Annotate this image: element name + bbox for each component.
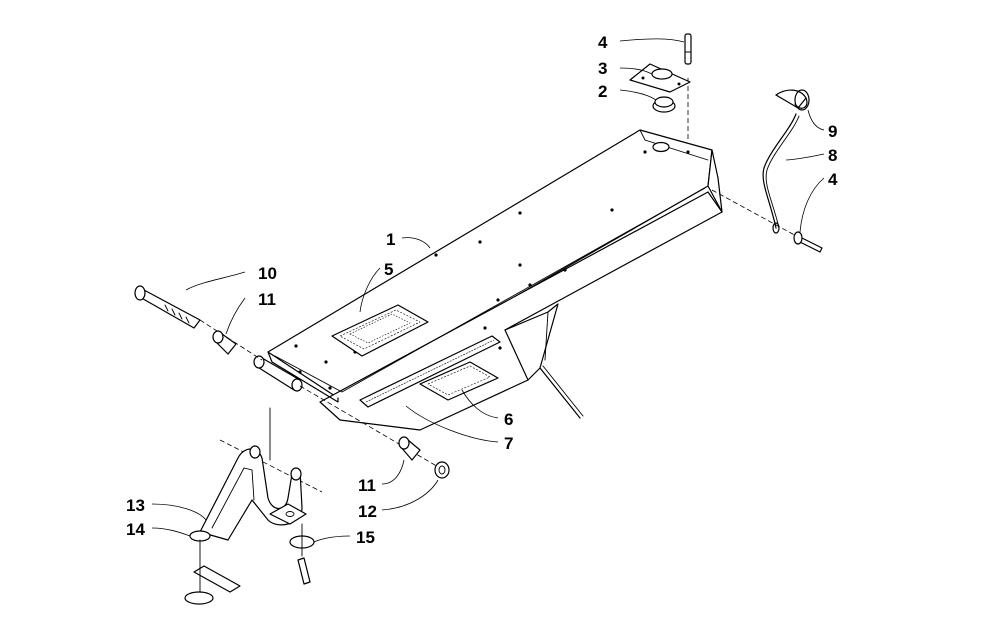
base-plate-side bbox=[707, 149, 723, 213]
callout-15: 15 bbox=[356, 528, 375, 547]
decal-top bbox=[331, 304, 429, 357]
callout-1: 1 bbox=[386, 230, 395, 249]
callout-2: 2 bbox=[598, 82, 607, 101]
lanyard-cable bbox=[762, 113, 800, 229]
hinge-bracket-assembly bbox=[184, 407, 323, 605]
hose-grommet-hole bbox=[652, 141, 670, 153]
callout-11-upper: 11 bbox=[258, 290, 276, 309]
callout-7: 7 bbox=[504, 434, 513, 453]
bottom-plate bbox=[184, 539, 241, 605]
callout-6: 6 bbox=[504, 410, 513, 429]
bushing-right bbox=[398, 436, 421, 461]
callout-14: 14 bbox=[126, 520, 145, 539]
pivot-tube bbox=[253, 355, 303, 392]
hose-fitting-stack bbox=[629, 33, 692, 140]
base-plate-assembly bbox=[253, 129, 723, 431]
callout-13: 13 bbox=[126, 496, 145, 515]
callout-11-lower: 11 bbox=[358, 476, 376, 495]
grommet bbox=[652, 96, 676, 113]
mounting-plate bbox=[629, 63, 691, 93]
callout-10: 10 bbox=[258, 264, 277, 283]
decal-strip bbox=[359, 335, 501, 408]
callout-5: 5 bbox=[384, 260, 393, 279]
callout-4-lower: 4 bbox=[828, 170, 838, 189]
hinge-bolt bbox=[134, 285, 201, 329]
callout-12: 12 bbox=[358, 502, 377, 521]
washer-right bbox=[289, 523, 315, 585]
callout-3: 3 bbox=[598, 59, 607, 78]
callout-4-upper: 4 bbox=[598, 33, 608, 52]
spring-clip bbox=[775, 89, 810, 111]
callout-9: 9 bbox=[828, 122, 837, 141]
lanyard-assembly bbox=[711, 89, 823, 253]
callout-labels: 4 3 2 9 8 4 1 5 10 11 6 7 11 12 13 14 15 bbox=[126, 33, 838, 547]
hinge-hardware bbox=[134, 285, 450, 479]
lock-nut bbox=[434, 461, 450, 479]
decal-lower bbox=[419, 361, 499, 401]
pin-upper bbox=[684, 33, 692, 65]
pin-lower bbox=[772, 222, 823, 253]
leader-lines bbox=[151, 38, 825, 543]
washer-left bbox=[189, 530, 211, 542]
callout-8: 8 bbox=[828, 146, 837, 165]
hinge-bracket bbox=[199, 445, 307, 541]
bushing-left bbox=[212, 330, 237, 355]
